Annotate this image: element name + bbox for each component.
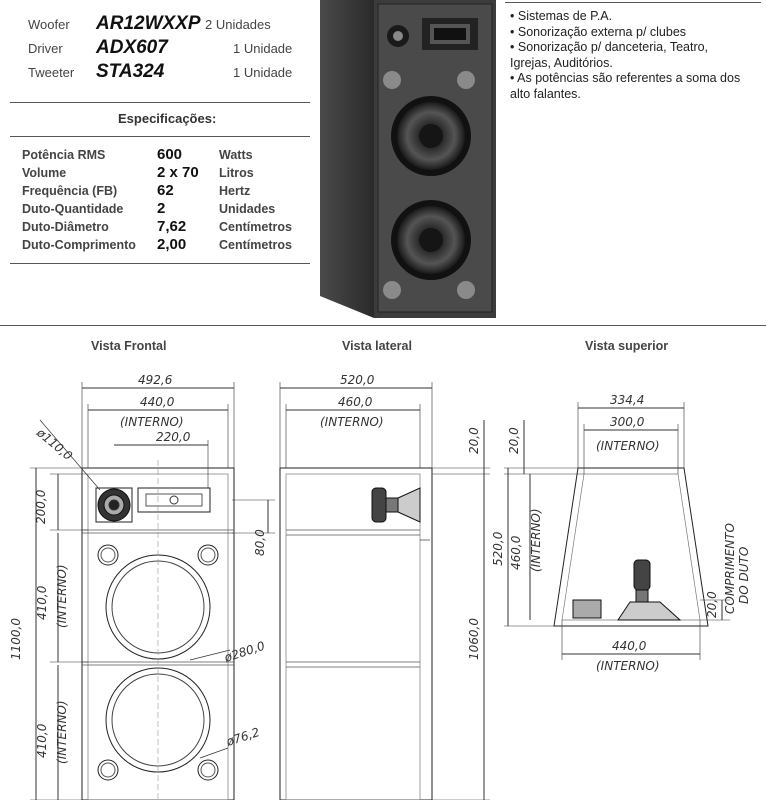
dim-side-top: 20,0 xyxy=(467,427,481,454)
spec-label: Volume xyxy=(22,166,67,180)
feature-notes: • Sistemas de P.A. • Sonorização externa… xyxy=(510,9,750,102)
dim-total-height: 1100,0 xyxy=(9,618,23,660)
dim-top-depth: 520,0 xyxy=(491,531,505,566)
note-item: • Sonorização externa p/ clubes xyxy=(510,24,687,39)
dim-side-height: 1060,0 xyxy=(467,618,481,660)
view-title-side: Vista lateral xyxy=(342,339,412,353)
dim-tweeter-diameter: ø110,0 xyxy=(33,425,75,463)
dim-front-interno: (INTERNO) xyxy=(120,415,184,429)
dim-port-diameter: ø76,2 xyxy=(224,725,262,749)
spec-unit: Hertz xyxy=(219,184,251,198)
note-item: • Sistemas de P.A. xyxy=(510,9,613,23)
dim-top-inner: 300,0 xyxy=(610,415,645,429)
dim-section-2: 410,0 xyxy=(35,723,49,758)
dim-top-interno: (INTERNO) xyxy=(596,439,660,453)
dim-top-inner-depth: 460,0 xyxy=(509,535,523,570)
spec-value: 2 x 70 xyxy=(157,164,199,181)
note-item: • Sonorização p/ danceteria, Teatro, Igr… xyxy=(510,40,709,70)
spec-value: 2 xyxy=(157,200,166,217)
divider xyxy=(10,136,310,137)
dim-side-inner: 460,0 xyxy=(338,395,373,409)
dim-side-interno: (INTERNO) xyxy=(320,415,384,429)
dim-front-width: 492,6 xyxy=(138,373,173,387)
spec-unit: Centímetros xyxy=(219,220,292,234)
spec-label: Frequência (FB) xyxy=(22,184,118,198)
driver-type: Woofer xyxy=(28,17,70,32)
dim-top-bottom-width: 440,0 xyxy=(612,639,647,653)
dim-duct-length: 20,0 xyxy=(705,591,719,618)
dim-top-left-20: 20,0 xyxy=(507,427,521,454)
dim-top-width: 334,4 xyxy=(610,393,644,407)
dim-front-inner: 440,0 xyxy=(140,395,175,409)
divider xyxy=(505,2,761,3)
top-view xyxy=(504,402,730,660)
note-item: • As potências são referentes a soma dos… xyxy=(510,71,741,101)
specs-title: Especificações: xyxy=(118,111,217,126)
driver-model: ADX607 xyxy=(96,37,168,58)
dim-top-section: 200,0 xyxy=(34,489,48,524)
driver-qty: 1 Unidade xyxy=(233,65,293,80)
spec-label: Duto-Comprimento xyxy=(22,238,136,252)
view-title-top: Vista superior xyxy=(585,339,669,353)
divider xyxy=(10,263,310,264)
dim-side-width: 520,0 xyxy=(340,373,375,387)
spec-unit: Unidades xyxy=(219,202,276,216)
spec-value: 600 xyxy=(157,146,183,163)
dim-section-1: 410,0 xyxy=(35,585,49,620)
driver-model: AR12WXXP xyxy=(96,13,201,34)
section-divider xyxy=(0,325,766,326)
view-title-front: Vista Frontal xyxy=(91,339,167,353)
dim-woofer-diameter: ø280,0 xyxy=(222,639,267,666)
driver-type: Tweeter xyxy=(28,65,75,80)
spec-value: 2,00 xyxy=(157,236,187,253)
front-view xyxy=(30,382,275,800)
spec-label: Duto-Diâmetro xyxy=(22,220,109,234)
driver-model: STA324 xyxy=(96,61,165,82)
dim-gap-80: 80,0 xyxy=(253,529,267,556)
spec-value: 7,62 xyxy=(157,218,187,235)
spec-label: Duto-Quantidade xyxy=(22,202,124,216)
dim-top-bottom-interno: (INTERNO) xyxy=(596,659,660,673)
spec-label: Potência RMS xyxy=(22,148,106,162)
spec-unit: Litros xyxy=(219,166,254,180)
dim-section-1-interno: (INTERNO) xyxy=(55,564,69,628)
spec-unit: Centímetros xyxy=(219,238,292,252)
driver-qty: 2 Unidades xyxy=(205,17,271,32)
spec-value: 62 xyxy=(157,182,174,199)
dim-section-2-interno: (INTERNO) xyxy=(55,700,69,764)
speaker-cabinet-render xyxy=(320,0,496,318)
driver-qty: 1 Unidade xyxy=(233,41,293,56)
driver-type: Driver xyxy=(28,41,63,56)
technical-drawing: 492,6 440,0 (INTERNO) 220,0 ø110,0 200,0… xyxy=(9,373,751,800)
divider xyxy=(10,102,310,103)
side-view xyxy=(279,382,490,800)
dim-duct-label-1: COMPRIMENTO xyxy=(723,523,737,614)
dim-duct-label-2: DO DUTO xyxy=(737,547,751,604)
dim-top-inner-depth-interno: (INTERNO) xyxy=(529,508,543,572)
spec-unit: Watts xyxy=(219,148,253,162)
dim-driver-width: 220,0 xyxy=(156,430,191,444)
